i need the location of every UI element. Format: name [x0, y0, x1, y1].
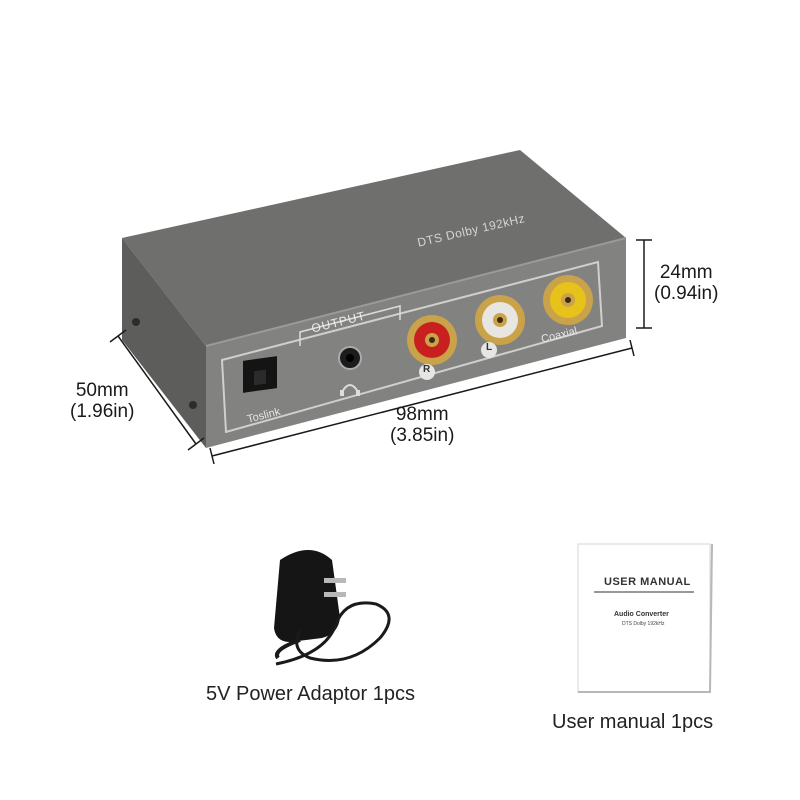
right-channel-label: R	[423, 364, 431, 375]
width-label: 98mm (3.85in)	[390, 404, 454, 446]
manual-subtitle: Audio Converter	[614, 611, 669, 618]
manual-small-text: DTS Dolby 192kHz	[622, 621, 665, 627]
depth-label: 50mm (1.96in)	[70, 380, 134, 422]
left-channel-badge	[481, 342, 497, 358]
depth-dimension-line	[117, 335, 197, 445]
left-channel-label: L	[486, 342, 493, 353]
power-adaptor-image	[274, 550, 391, 666]
front-panel-border	[220, 260, 604, 434]
device-side-face	[122, 238, 206, 448]
height-mm: 24mm	[659, 262, 713, 283]
height-label: 24mm (0.94in)	[654, 262, 718, 304]
width-dimension-line	[211, 347, 633, 457]
adaptor-caption: 5V Power Adaptor 1pcs	[206, 683, 416, 705]
manual-title: USER MANUAL	[604, 576, 691, 588]
depth-in: (1.96in)	[70, 401, 135, 422]
device-top-face	[122, 150, 626, 346]
right-channel-badge	[419, 364, 435, 380]
depth-mm: 50mm	[75, 380, 129, 401]
width-in: (3.85in)	[390, 425, 455, 446]
screw-icon	[132, 318, 140, 326]
manual-caption: User manual 1pcs	[552, 711, 714, 733]
screw-icon	[189, 401, 197, 409]
headphone-icon	[341, 384, 359, 393]
width-mm: 98mm	[395, 404, 449, 425]
user-manual-image	[577, 543, 713, 693]
height-in: (0.94in)	[654, 283, 719, 304]
